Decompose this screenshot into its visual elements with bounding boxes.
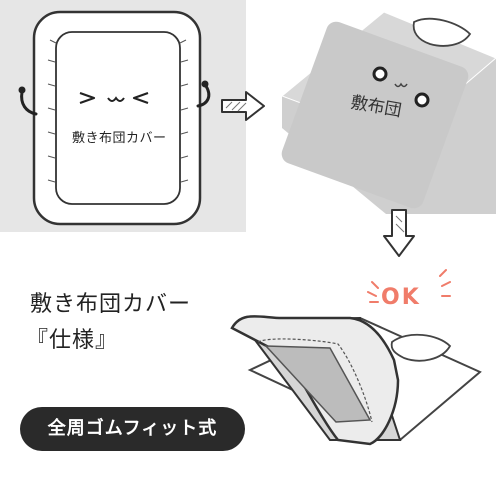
- feature-badge-label: 全周ゴムフィット式: [47, 418, 218, 439]
- feature-badge: 全周ゴムフィット式: [20, 407, 245, 451]
- futon-elastic: [257, 338, 373, 423]
- sheet-surface: [281, 21, 469, 209]
- ok-sparkle-icon: [367, 269, 451, 303]
- product-title: 敷き布団カバー: [30, 292, 192, 317]
- face-left-eye: [79, 91, 96, 105]
- spec-heading: 『仕様』: [26, 328, 119, 353]
- right-hand: [201, 80, 209, 88]
- arrow-right-icon: [221, 91, 265, 121]
- sheet-right-eye: [414, 92, 430, 108]
- sheet-mouth: [394, 82, 408, 88]
- right-arm: [196, 84, 211, 108]
- face-mouth: [107, 96, 125, 102]
- left-arm: [20, 90, 38, 116]
- cover-label: 敷き布団カバー: [72, 131, 167, 146]
- ok-label: OK: [381, 285, 421, 310]
- face-right-eye: [132, 91, 149, 105]
- elastic-gathers: [47, 39, 189, 183]
- pillow: [412, 17, 472, 47]
- sheet-left-eye: [372, 66, 388, 82]
- arrow-down-icon: [383, 209, 415, 257]
- futon-underside: [264, 345, 372, 423]
- left-hand: [18, 86, 26, 94]
- cover-inner-edge: [55, 31, 181, 205]
- pillow-2: [390, 333, 452, 362]
